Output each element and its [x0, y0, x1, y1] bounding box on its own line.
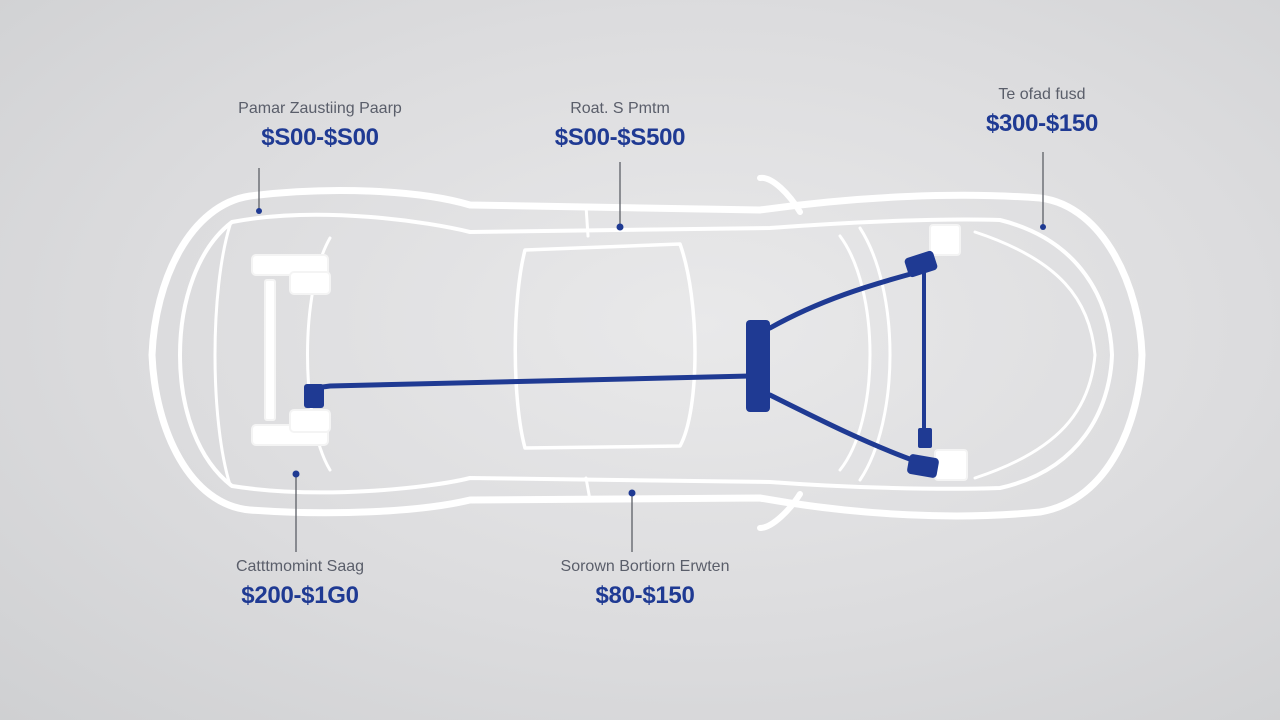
callout-rear: Te ofad fusd $300-$150: [922, 86, 1162, 138]
callout-price: $80-$150: [595, 582, 695, 609]
callout-leaders: [258, 152, 1044, 552]
callout-price: $300-$150: [985, 110, 1099, 137]
callout-front-left: Pamar Zaustiing Paarp $S00-$S00: [200, 100, 440, 152]
front-axle-parts: [251, 224, 968, 481]
callout-label: Roat. S Pmtm: [570, 100, 670, 117]
car-body-outline: [148, 174, 1146, 531]
callout-label: Sorown Bortiorn Erwten: [560, 558, 730, 575]
callout-price: $S00-$S500: [554, 124, 686, 151]
callout-label: Catttmomint Saag: [235, 558, 365, 575]
callout-bottom-center: Sorown Bortiorn Erwten $80-$150: [510, 558, 780, 610]
callout-label: Pamar Zaustiing Paarp: [238, 100, 402, 117]
callout-price: $200-$1G0: [241, 582, 359, 609]
blue-system: [312, 269, 926, 465]
callout-bottom-left: Catttmomint Saag $200-$1G0: [160, 558, 440, 610]
callout-label: Te ofad fusd: [998, 86, 1086, 103]
callout-dots: [256, 208, 1046, 497]
callout-price: $S00-$S00: [261, 124, 379, 151]
callout-roof: Roat. S Pmtm $S00-$S500: [500, 100, 740, 152]
blue-components: [304, 250, 939, 478]
